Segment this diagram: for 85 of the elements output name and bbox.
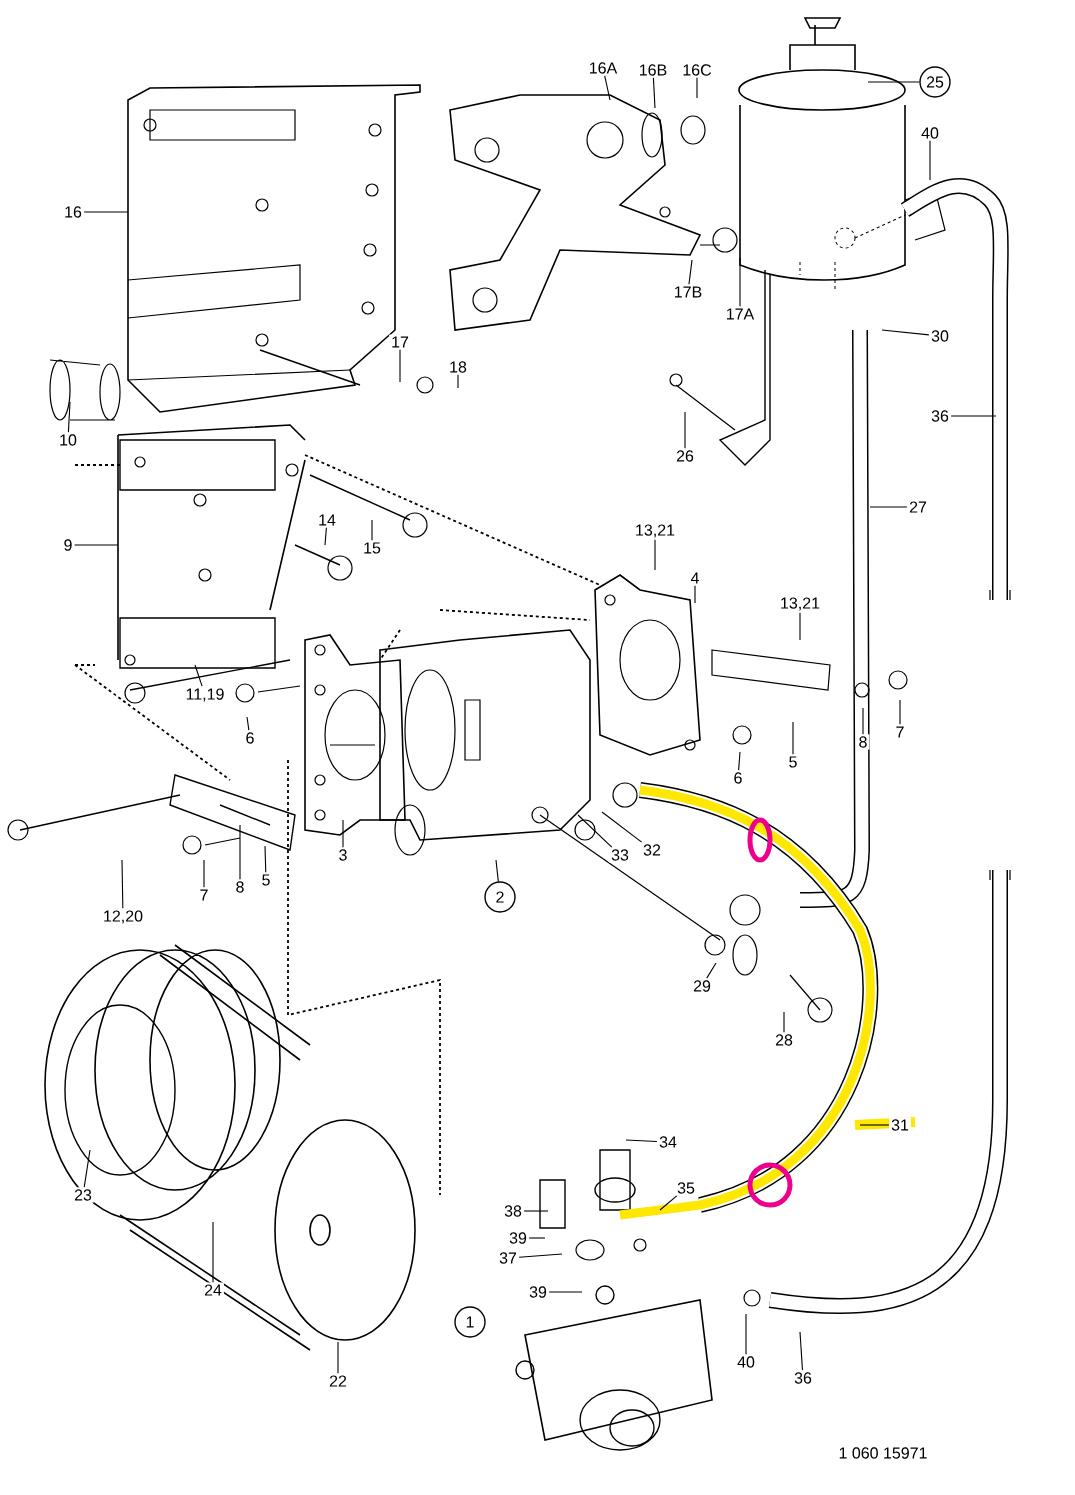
callout-number: 24 [202,1282,224,1298]
callout-number: 28 [773,1032,795,1048]
callout-number: 16A [586,60,620,76]
part-number: 1 060 15971 [839,1447,927,1459]
leader-line [950,415,997,417]
callout-number: 12,20 [101,908,145,926]
leader-line [783,1011,785,1033]
leader-line [523,1210,549,1212]
leader-line [548,1291,583,1293]
callout-number: 40 [735,1354,757,1370]
leader-line [654,539,656,571]
leader-line [528,1237,546,1239]
callout-number: 16C [680,62,714,78]
callout-number: 16B [636,62,670,78]
leader-line [371,519,373,541]
circled-callout-number: 25 [919,66,951,98]
leader-line [246,716,250,731]
leader-line [324,527,327,546]
callout-number: 13,21 [633,522,677,540]
leader-line [696,77,698,99]
callout-number: 18 [447,359,469,375]
leader-line [739,257,741,307]
leader-line [121,859,124,909]
leader-line [457,374,459,389]
leader-line [518,1253,563,1258]
leader-line [929,140,931,181]
callout-number: 29 [691,978,713,994]
callout-number: 35 [675,1180,697,1196]
callout-number: 33 [609,847,631,863]
callout-number: 15 [361,540,383,556]
circled-callout-number: 1 [454,1306,486,1338]
leader-line [688,259,693,285]
callout-number: 22 [327,1373,349,1389]
callout-number: 27 [907,499,929,515]
leader-line [694,585,696,604]
callout-number: 11,19 [183,686,227,704]
callout-number: 39 [527,1284,549,1300]
leader-line [601,811,643,843]
leader-line [881,329,930,336]
leader-line [604,75,611,101]
leader-line [799,1331,804,1371]
callout-number: 23 [72,1187,94,1203]
leader-line [342,819,344,848]
leader-line [74,544,119,546]
leader-line [337,1341,339,1374]
leader-line [738,751,741,771]
callout-number: 13,21 [778,595,822,613]
leader-line [495,859,499,882]
leader-line [399,349,401,383]
callout-number: 34 [657,1134,679,1150]
callout-number: 38 [502,1203,524,1219]
leader-line [577,814,613,848]
circled-callout-number: 2 [484,881,516,913]
callout-number: 26 [674,448,696,464]
leader-line [239,824,241,880]
leader-line [862,707,864,735]
leader-line [792,721,794,755]
leader-line [869,506,908,508]
leader-line [212,1221,214,1283]
leader-line [899,699,901,725]
callout-number: 32 [641,842,663,858]
leader-line [83,211,129,213]
leader-line [194,664,203,687]
callout-number: 36 [792,1370,814,1386]
callout-number: 39 [507,1230,529,1246]
callout-number: 36 [929,408,951,424]
leader-line [684,411,686,449]
leader-line [652,77,656,109]
leader-line [799,612,801,641]
leader-line [83,1149,91,1188]
callout-number: 31 [889,1117,911,1133]
leader-line [867,81,920,83]
callout-number: 37 [497,1250,519,1266]
leader-line [67,401,71,433]
leader-line [859,1124,890,1126]
callout-number: 10 [57,432,79,448]
callout-number: 30 [929,328,951,344]
leader-line [659,1195,678,1211]
leader-line [264,845,267,873]
callout-number: 16 [62,204,84,220]
leader-line [203,859,205,888]
leader-line [625,1139,658,1143]
callout-number: 40 [919,125,941,141]
leader-line [706,962,717,979]
leader-line [745,1313,747,1355]
